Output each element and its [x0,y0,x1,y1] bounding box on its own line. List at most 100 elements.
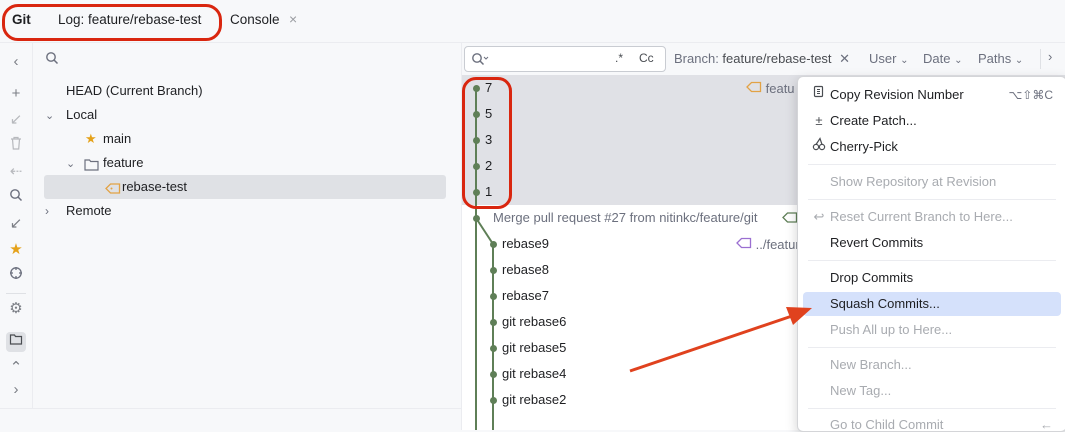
menu-item-label: Reset Current Branch to Here... [830,209,1013,224]
menu-item-drop-commits[interactable]: Drop Commits [803,266,1061,290]
commit-dot [473,137,480,144]
left-toolbar: ‹ + ↙ ⇠ ↙ ★ ⚙ ⌃ › [0,43,33,408]
selected-branch-row[interactable] [44,175,446,199]
branch-head[interactable]: HEAD (Current Branch) [66,83,203,98]
folder-view-icon[interactable] [6,332,26,352]
compare-icon[interactable]: ⇠ [9,163,23,180]
commit-row[interactable]: Merge pull request #27 from nitinkc/feat… [493,210,758,225]
menu-item-label: Go to Child Commit [830,417,944,432]
menu-item-push-all[interactable]: Push All up to Here... [803,318,1061,342]
chevron-left-icon[interactable]: ‹ [13,53,19,70]
target-icon[interactable] [6,266,26,286]
branch-filter-value: feature/rebase-test [722,51,832,66]
arrow-left-icon: ← [1040,417,1053,432]
tab-log[interactable]: Log: feature/rebase-test [58,12,202,27]
menu-item-label: New Branch... [830,357,912,372]
date-filter-label: Date [923,51,951,66]
commit-row[interactable]: git rebase2 [502,392,567,407]
commit-row[interactable]: 3 [485,132,493,147]
log-toolbar: .* Cc Branch: feature/rebase-test ✕ User… [462,43,1065,75]
branch-group-remote[interactable]: › Remote [45,200,345,222]
tag-icon [782,211,798,227]
expand-collapse-icon[interactable]: ⌃ [9,359,23,376]
branch-folder-feature[interactable]: ⌄ feature [66,152,366,174]
close-icon[interactable]: × [289,11,298,27]
trash-icon[interactable] [6,136,26,156]
menu-item-new-branch[interactable]: New Branch... [803,353,1061,377]
paths-filter[interactable]: Paths ⌄ [978,51,1023,66]
search-icon[interactable] [6,188,26,208]
commit-row[interactable]: git rebase4 [502,366,567,381]
menu-item-create-patch[interactable]: ± Create Patch... [803,109,1061,133]
case-toggle[interactable]: Cc [639,51,654,65]
tag-icon [736,237,752,252]
menu-separator [808,408,1056,409]
commit-dot [473,189,480,196]
gear-icon[interactable]: ⚙ [9,300,23,317]
menu-item-label: Revert Commits [830,235,924,250]
status-bar [0,408,461,431]
search-icon [471,52,489,69]
search-icon[interactable] [45,51,59,68]
commit-row[interactable]: git rebase6 [502,314,567,329]
menu-item-label: Copy Revision Number [830,87,964,102]
chevron-down-icon: ⌄ [900,55,909,66]
menu-item-squash-commits[interactable]: Squash Commits... [803,292,1061,316]
commit-row[interactable]: rebase8 [502,262,549,277]
menu-item-label: Cherry-Pick [830,139,898,154]
chevron-down-icon: ⌄ [45,110,55,122]
star-icon: ★ [85,131,97,146]
menu-separator [808,260,1056,261]
log-search-input[interactable]: .* Cc [464,46,666,72]
menu-item-cherry-pick[interactable]: Cherry-Pick [803,135,1061,159]
branch-folder-label: feature [103,155,144,170]
commit-row[interactable]: rebase9 [502,236,549,251]
menu-item-copy-revision[interactable]: Copy Revision Number ⌥⇧⌘C [803,83,1061,107]
chevron-right-icon[interactable]: › [13,381,19,398]
branch-filter[interactable]: Branch: feature/rebase-test ✕ [674,51,850,67]
close-icon[interactable]: ✕ [839,51,851,66]
chevron-down-icon: ⌄ [1014,55,1024,66]
cherry-icon [811,135,827,159]
commit-row[interactable]: 2 [485,158,493,173]
commit-dot [473,163,480,170]
chevron-down-icon: ⌄ [954,55,963,66]
commit-row[interactable]: 1 [485,184,493,199]
menu-item-new-tag[interactable]: New Tag... [803,379,1061,403]
menu-item-label: Push All up to Here... [830,322,953,337]
branch-main[interactable]: ★ main [85,128,131,150]
branches-panel: HEAD (Current Branch) ⌄ Local ★ main ⌄ f… [33,43,460,408]
chevron-right-icon[interactable]: › [1048,49,1053,64]
star-icon[interactable]: ★ [9,241,23,258]
commit-dot [490,397,497,404]
commit-row[interactable]: 7 [485,80,493,95]
ref-label: featu [746,81,795,96]
regex-toggle[interactable]: .* [615,51,624,65]
branch-filter-label: Branch: [674,51,723,66]
menu-item-label: Drop Commits [830,270,914,285]
undo-icon: ↩ [813,209,825,224]
menu-item-show-repository[interactable]: Show Repository at Revision [803,170,1061,194]
menu-item-go-child[interactable]: Go to Child Commit ← [803,413,1061,432]
menu-item-revert-commits[interactable]: Revert Commits [803,231,1061,255]
date-filter[interactable]: Date ⌄ [923,51,962,66]
ref-label: ../featur [736,237,800,252]
plus-icon[interactable]: + [11,85,21,102]
update-icon[interactable]: ↙ [9,111,23,128]
branch-group-local[interactable]: ⌄ Local [45,104,445,126]
highlight-ring-commits [462,77,512,209]
paths-filter-label: Paths [978,51,1012,66]
collapse-icon[interactable]: ↙ [9,215,23,232]
commit-row[interactable]: rebase7 [502,288,549,303]
commit-dot [490,319,497,326]
ref-label-text: ../featur [755,237,800,252]
commit-row[interactable]: 5 [485,106,493,121]
user-filter[interactable]: User ⌄ [869,51,908,66]
commit-dot [490,241,497,248]
commit-row[interactable]: git rebase5 [502,340,567,355]
branch-group-label: Local [66,107,98,122]
menu-item-label: New Tag... [830,383,892,398]
menu-item-reset-branch[interactable]: ↩ Reset Current Branch to Here... [803,205,1061,229]
tab-console[interactable]: Console [230,12,280,27]
commit-dot [473,111,480,118]
